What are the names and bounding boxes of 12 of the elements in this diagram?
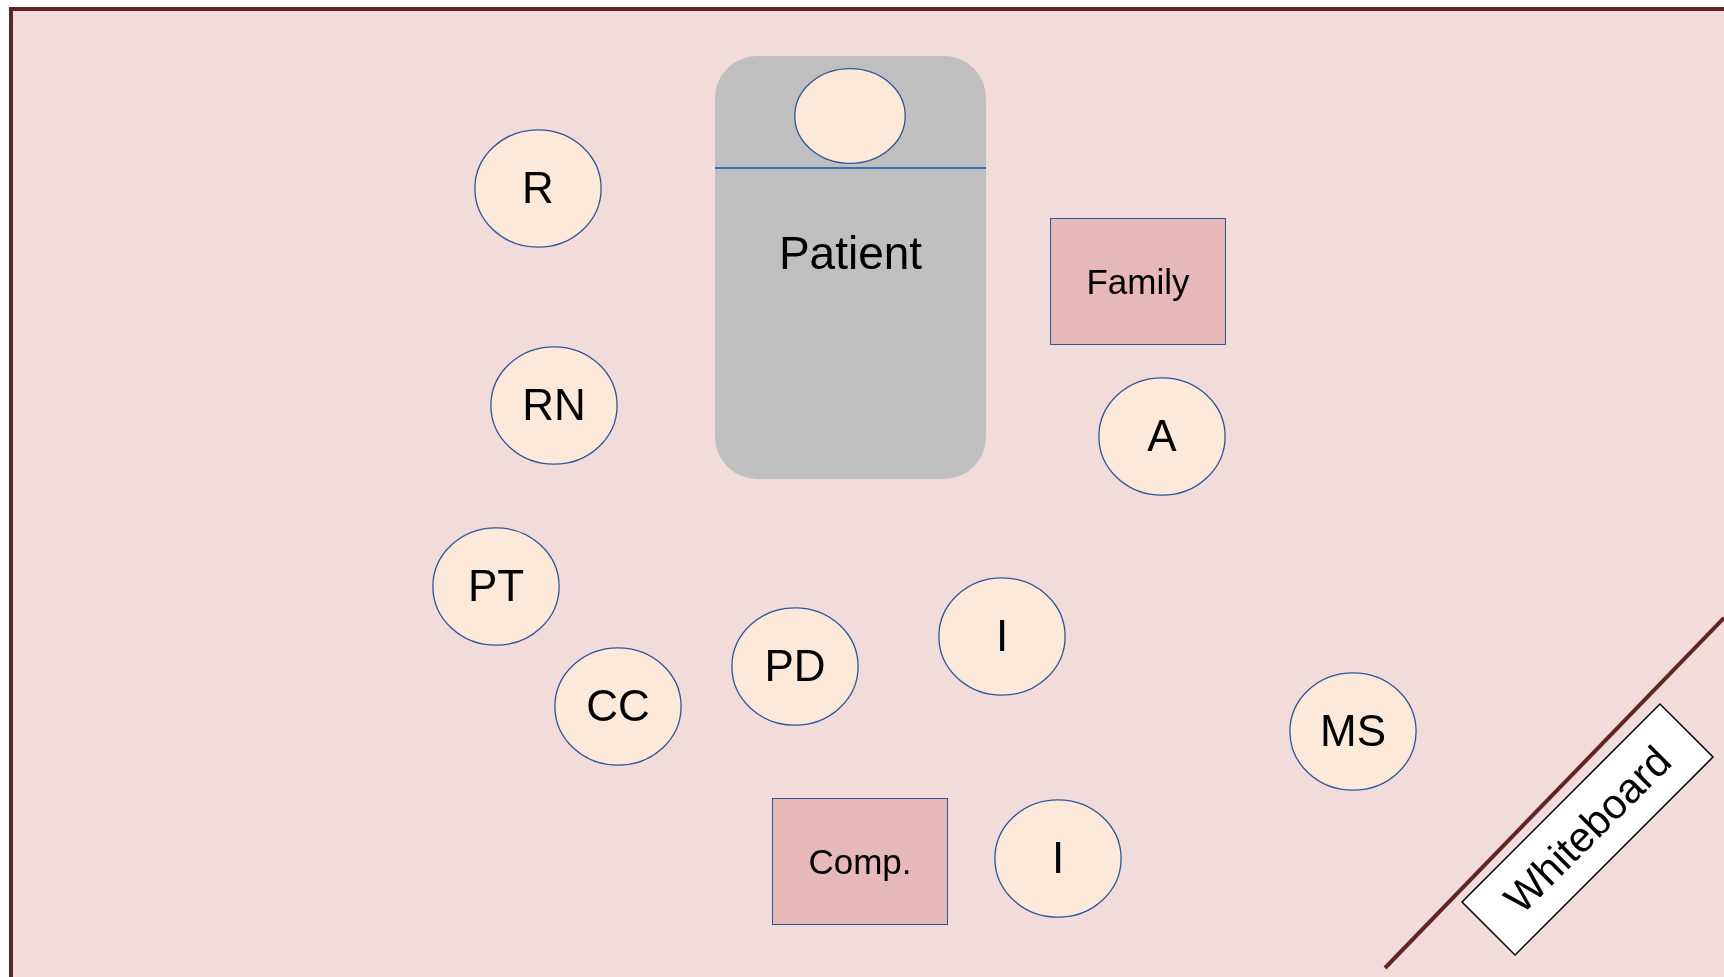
area-box: Family — [1050, 218, 1226, 345]
role-label: RN — [521, 380, 587, 430]
role-label: PT — [466, 561, 526, 611]
role-label: I — [994, 611, 1010, 661]
role-label: PD — [763, 641, 827, 691]
role-label: A — [1146, 411, 1178, 461]
role-label: R — [521, 163, 555, 213]
patient-label: Patient — [777, 226, 924, 280]
area-box: Comp. — [772, 798, 948, 925]
role-label: MS — [1319, 706, 1387, 756]
role-label: CC — [585, 681, 651, 731]
role-label: I — [1050, 833, 1066, 883]
